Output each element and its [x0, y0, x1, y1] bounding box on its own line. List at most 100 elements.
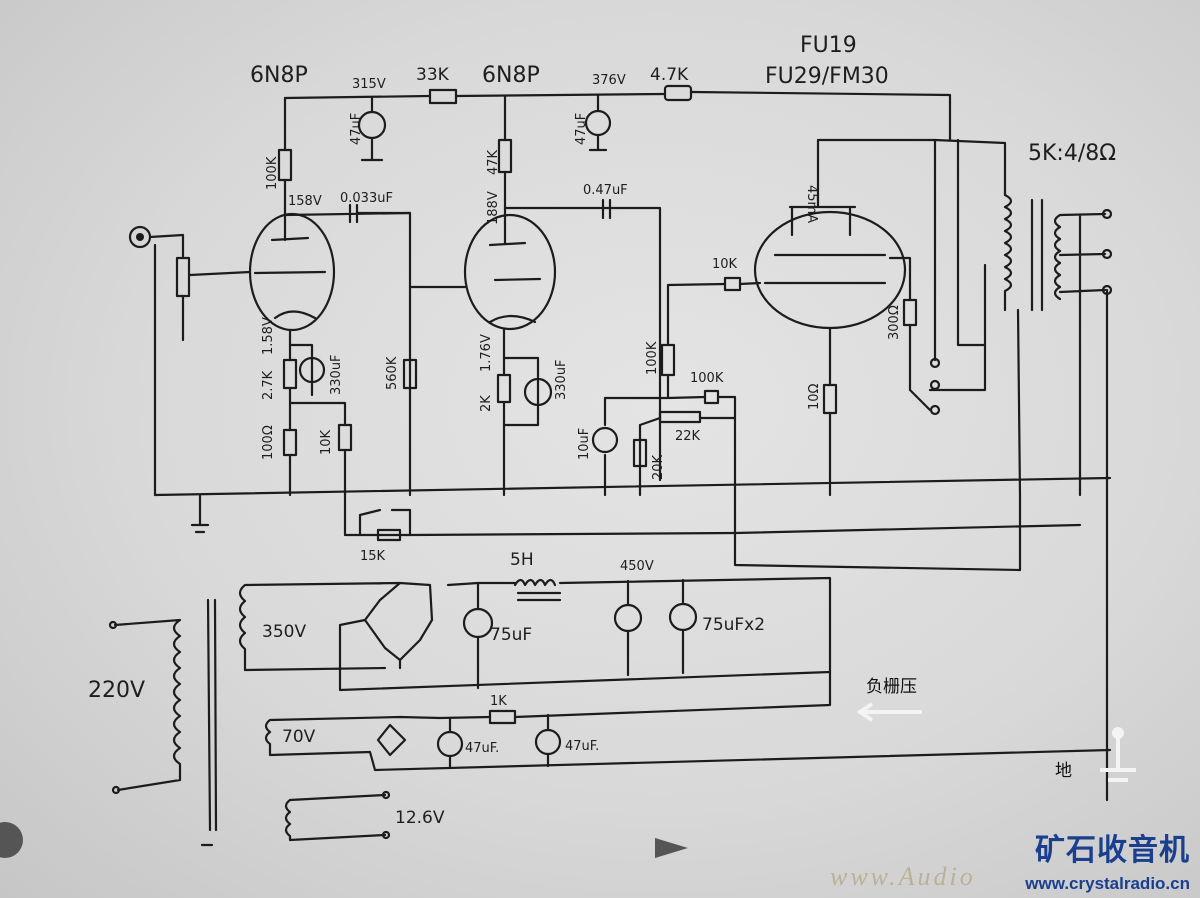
label-negative-grid-voltage: 负栅压: [866, 677, 917, 697]
resistor-10k: [337, 423, 353, 452]
coupling-cap-1: [348, 203, 412, 497]
bias-supply-wiring: [264, 698, 1112, 772]
label-560k: 560K: [385, 356, 400, 390]
label-2k7: 2.7K: [261, 370, 276, 400]
label-100k-grid: 100K: [645, 341, 660, 375]
speaker-terminal-common[interactable]: [1101, 208, 1113, 220]
cap-330u-2: [523, 377, 553, 407]
speaker-terminal-8ohm[interactable]: [1101, 284, 1113, 296]
label-v1-plate: 158V: [288, 194, 322, 209]
label-45ma: 45mA: [804, 185, 819, 223]
v2-plate-wiring: [503, 94, 662, 482]
label-47u-2: 47uF: [574, 113, 589, 145]
label-33k: 33K: [416, 65, 450, 85]
resistor-47k: [497, 138, 513, 174]
cap-75u-a: [613, 603, 643, 633]
cap2-leads: [588, 93, 608, 152]
label-100ohm: 100Ω: [261, 425, 276, 460]
label-20k: 20K: [651, 454, 666, 480]
cap-330u-1: [298, 356, 326, 384]
label-10k: 10K: [319, 429, 334, 455]
arrow-left-icon: [856, 702, 922, 722]
mode-switch-contact-1[interactable]: [929, 357, 941, 369]
resistor-560k: [402, 358, 418, 390]
label-grid-stopper: 10K: [712, 257, 738, 272]
cap-75u: [462, 607, 494, 639]
volume-pot[interactable]: [175, 256, 191, 298]
mains-terminal-1: [108, 620, 118, 630]
watermark-logo: 矿石收音机: [1035, 833, 1190, 868]
cap-47u-b1: [436, 730, 464, 758]
v2-cathode-wiring: [502, 328, 540, 497]
label-22k: 22K: [675, 429, 701, 444]
ground-bus: [153, 476, 1112, 534]
b-plus-rail: [283, 90, 952, 142]
fu19-wiring: [763, 138, 1007, 497]
label-75u-x2: 75uFx2: [702, 615, 765, 635]
label-350v: 350V: [262, 622, 306, 642]
label-2k: 2K: [479, 395, 494, 412]
heater-winding: [284, 793, 387, 842]
cap-47u-b2: [534, 728, 562, 756]
input-jack-center: [136, 233, 144, 241]
label-100k-bias: 100K: [690, 371, 724, 386]
v2-electrodes: [488, 206, 542, 324]
resistor-100ohm: [282, 428, 298, 457]
tube-v2: [463, 213, 557, 331]
cap-75u-b: [668, 602, 698, 632]
label-300ohm: 300Ω: [887, 305, 902, 340]
watermark-url: www.crystalradio.cn: [1025, 874, 1190, 893]
label-v1-cathode: 1.58V: [261, 317, 276, 355]
mains-core: [200, 598, 218, 847]
ot-core: [1030, 198, 1044, 312]
pot-22k[interactable]: [658, 410, 702, 424]
label-fu19: FU19: [800, 33, 857, 58]
watermark-audio: www.Audio: [830, 862, 976, 891]
play-arrow-icon: [655, 838, 688, 858]
resistor-2k: [496, 373, 512, 404]
choke-5h: [513, 578, 562, 602]
electrolytic-cap-47u-1: [357, 110, 387, 140]
label-5h: 5H: [510, 550, 534, 570]
label-330u-1: 330uF: [329, 354, 344, 395]
label-47u-b2: 47uF.: [565, 739, 599, 754]
label-70v: 70V: [282, 727, 316, 747]
coupling-cap-2: [601, 198, 612, 220]
bias-network-wiring: [603, 281, 762, 497]
speaker-terminal-4ohm[interactable]: [1101, 248, 1113, 260]
v1-electrodes: [253, 213, 327, 320]
electrolytic-cap-47u-2: [584, 109, 612, 137]
resistor-100k-bias: [703, 389, 720, 405]
label-315v: 315V: [352, 77, 386, 92]
resistor-20k: [632, 438, 648, 468]
label-75u: 75uF: [490, 625, 532, 645]
cap1-leads: [360, 95, 384, 162]
label-ground: 地: [1055, 761, 1072, 781]
resistor-4k7: [663, 84, 693, 102]
mains-primary: [113, 618, 182, 792]
ot-primary: [1003, 193, 1013, 312]
v1-cathode-wiring: [288, 328, 347, 497]
label-15k: 15K: [360, 549, 386, 564]
mode-switch-contact-2[interactable]: [929, 379, 941, 391]
tube-fu19: [753, 210, 907, 330]
resistor-100k-grid: [660, 343, 676, 377]
mode-switch-contact-3[interactable]: [929, 404, 941, 416]
ground-symbol-icon: [1100, 735, 1136, 782]
label-10ohm: 10Ω: [807, 383, 822, 410]
label-output-transformer: 5K:4/8Ω: [1028, 141, 1116, 166]
hv-supply-wiring: [238, 576, 832, 702]
resistor-15k: [376, 528, 402, 542]
heater-terminal-2: [381, 830, 391, 840]
label-47u-b1: 47uF.: [465, 741, 499, 756]
label-0033u: 0.033uF: [340, 191, 393, 206]
label-4k7: 4.7K: [650, 65, 689, 85]
label-330u-2: 330uF: [554, 359, 569, 400]
label-376v: 376V: [592, 73, 626, 88]
label-220v: 220V: [88, 678, 145, 703]
resistor-300ohm: [902, 298, 918, 327]
bias-feed: [733, 493, 1022, 572]
label-v2-plate: 188V: [486, 191, 501, 225]
